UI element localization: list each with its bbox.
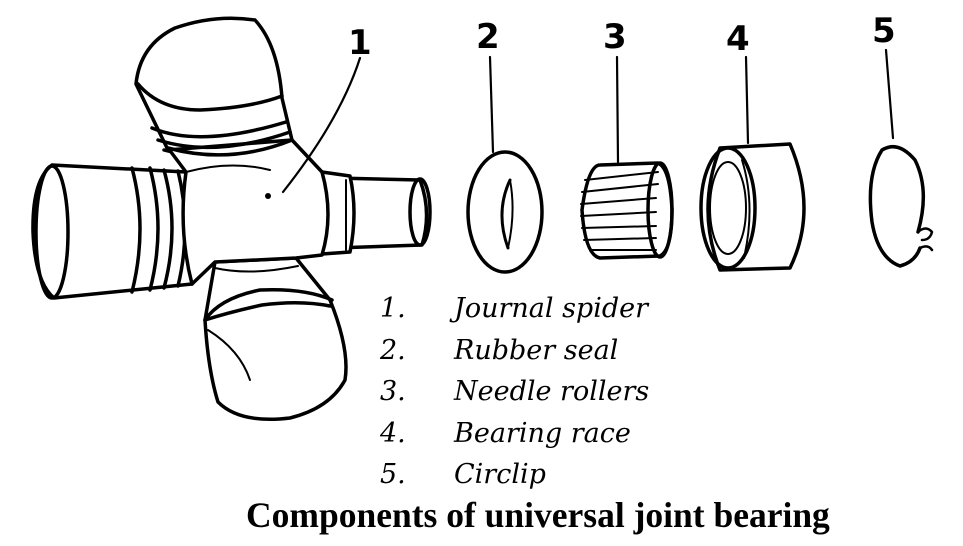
parts-legend: 1. Journal spider 2. Rubber seal 3. Need… <box>380 288 649 496</box>
legend-label: Needle rollers <box>454 376 650 407</box>
spider-center-body <box>166 138 330 286</box>
legend-item: 5. Circlip <box>380 454 649 496</box>
legend-number: 4. <box>380 417 406 449</box>
legend-label: Bearing race <box>454 417 631 449</box>
figure-caption: Components of universal joint bearing <box>246 495 830 535</box>
callout-4: 4 <box>726 19 750 59</box>
spider-top-trunnion <box>134 16 294 159</box>
leader-lines <box>281 48 895 194</box>
legend-number: 1. <box>380 293 406 324</box>
legend-item: 4. Bearing race <box>380 413 649 455</box>
needle-rollers <box>580 161 674 260</box>
callout-2: 2 <box>476 17 500 57</box>
legend-item: 1. Journal spider <box>380 288 649 330</box>
spider-left-trunnion <box>31 163 194 300</box>
legend-number: 3. <box>380 376 406 407</box>
legend-item: 2. Rubber seal <box>380 330 649 372</box>
circlip <box>868 144 934 268</box>
callout-1: 1 <box>348 23 372 63</box>
legend-number: 5. <box>380 459 406 490</box>
legend-label: Journal spider <box>454 293 649 324</box>
legend-label: Circlip <box>454 459 546 490</box>
legend-label: Rubber seal <box>454 334 619 366</box>
legend-number: 2. <box>380 334 406 366</box>
rubber-seal <box>466 150 544 274</box>
spider-right-trunnion <box>320 170 432 256</box>
callout-3: 3 <box>603 17 627 57</box>
journal-spider <box>31 16 432 422</box>
bearing-race <box>699 142 806 272</box>
callout-5: 5 <box>872 11 896 51</box>
spider-bottom-trunnion <box>203 256 348 422</box>
legend-item: 3. Needle rollers <box>380 371 649 413</box>
